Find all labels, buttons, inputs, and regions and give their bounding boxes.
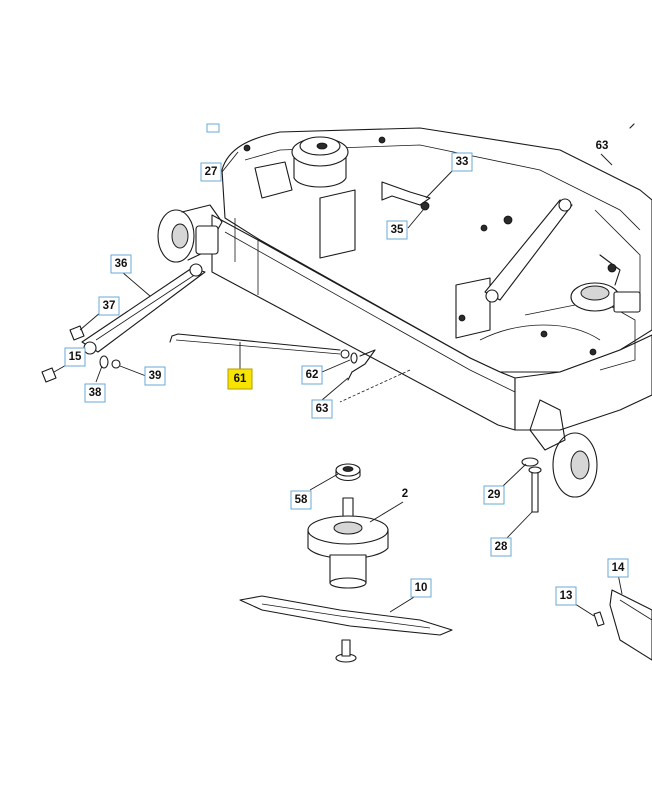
mower-deck [157,127,652,498]
callout-63-top-text: 63 [596,140,609,152]
callout-10-text: 10 [415,582,428,594]
callout-27-text: 27 [205,166,218,178]
partial-callout-top-left [206,123,220,133]
callout-15-text: 15 [69,351,82,363]
callout-38[interactable]: 38 [84,383,106,403]
callout-33[interactable]: 33 [451,152,473,172]
callout-61-text: 61 [234,373,247,385]
callout-37[interactable]: 37 [98,296,120,316]
callout-37-text: 37 [103,300,116,312]
spindle-assembly [239,457,542,663]
callout-63-top[interactable]: 63 [596,140,609,152]
callout-35[interactable]: 35 [386,220,408,240]
rod-part-61 [169,333,376,381]
callout-63-bottom-text: 63 [316,403,329,415]
callout-61[interactable]: 61 [227,368,253,390]
callout-39[interactable]: 39 [144,366,166,386]
callout-38-text: 38 [89,387,102,399]
callout-58-text: 58 [295,494,308,506]
leader-lines [53,151,623,617]
callout-27[interactable]: 27 [200,162,222,182]
callout-62[interactable]: 62 [301,365,323,385]
callout-2-text: 2 [402,488,408,500]
callout-28[interactable]: 28 [490,537,512,557]
callout-63-bottom[interactable]: 63 [311,399,333,419]
callout-28-text: 28 [495,541,508,553]
callout-35-text: 35 [391,224,404,236]
deflector-detail [593,589,652,661]
callout-36-text: 36 [115,258,128,270]
callout-62-text: 62 [306,369,319,381]
callout-14-text: 14 [612,562,625,574]
callout-58[interactable]: 58 [290,490,312,510]
callout-29-text: 29 [488,489,501,501]
callout-2[interactable]: 2 [402,488,408,500]
callout-15[interactable]: 15 [64,347,86,367]
callout-13-text: 13 [560,590,573,602]
callout-13[interactable]: 13 [555,586,577,606]
partial-mark-top-right [629,123,635,129]
callout-10[interactable]: 10 [410,578,432,598]
callout-29[interactable]: 29 [483,485,505,505]
callout-33-text: 33 [456,156,469,168]
callout-36[interactable]: 36 [110,254,132,274]
callout-39-text: 39 [149,370,162,382]
callout-14[interactable]: 14 [607,558,629,578]
